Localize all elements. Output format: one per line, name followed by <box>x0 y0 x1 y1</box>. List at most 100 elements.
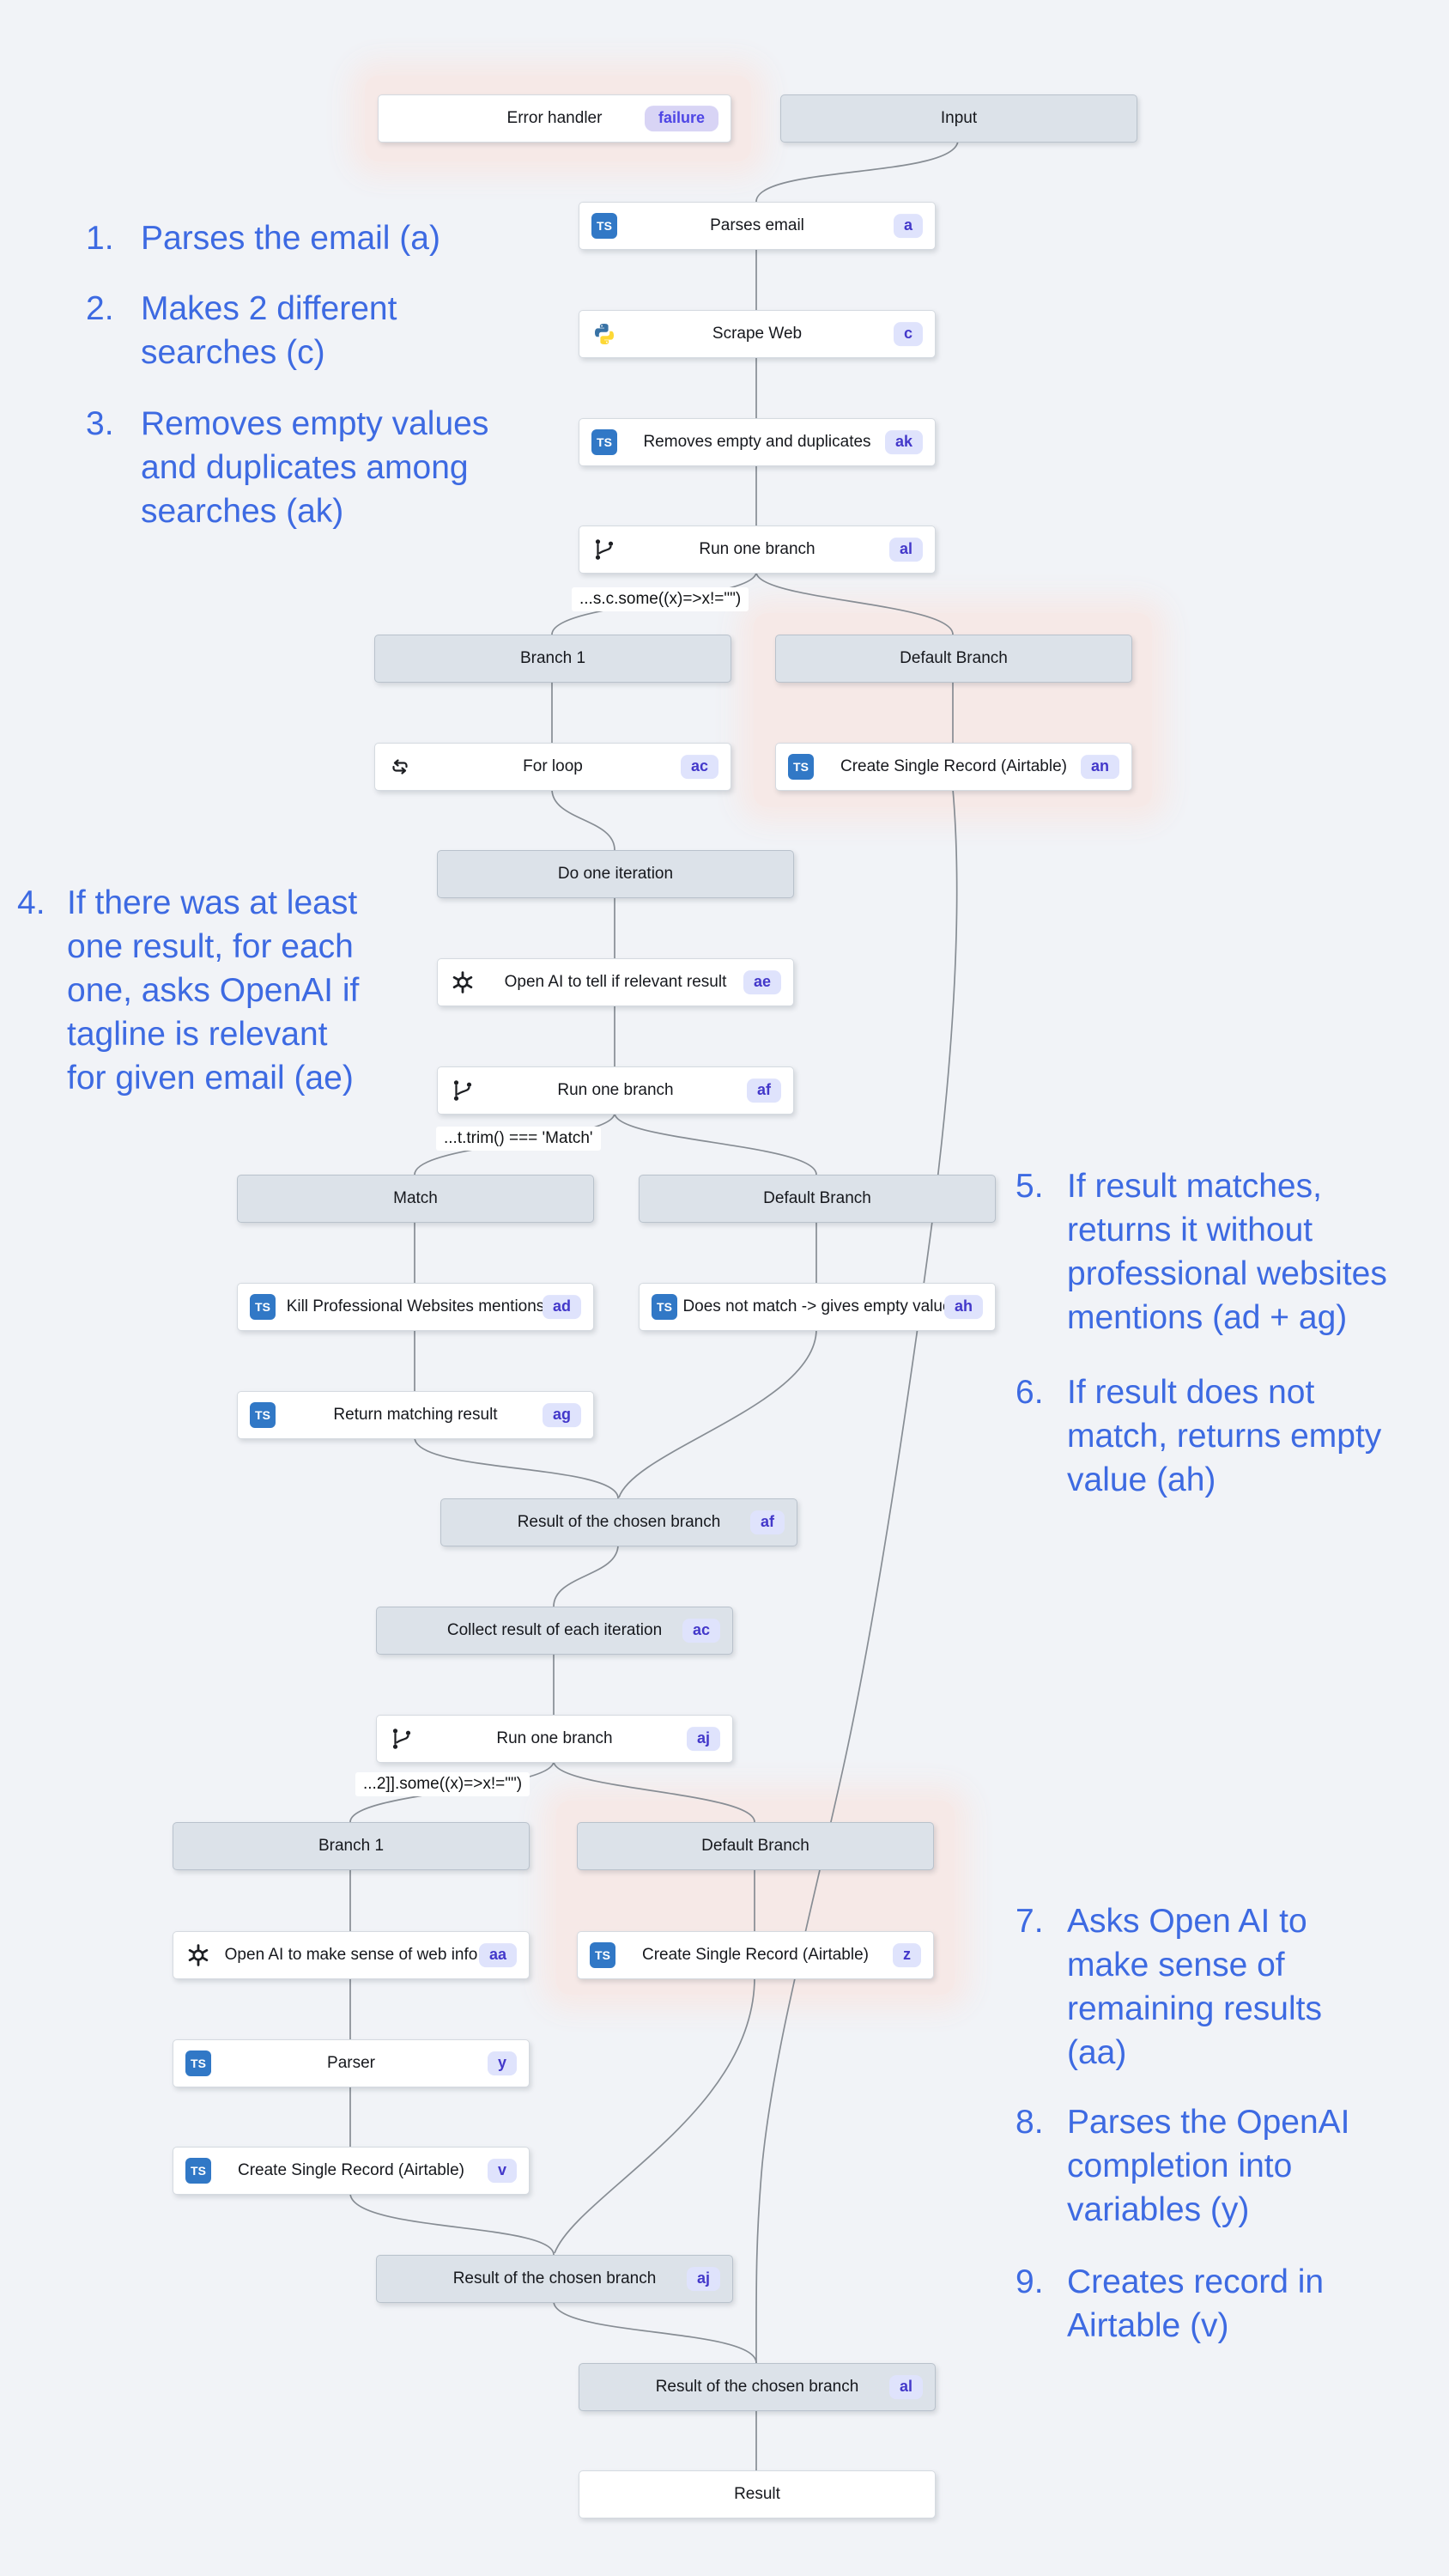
node-default-branch-bottom[interactable]: Default Branch <box>577 1822 934 1870</box>
step-badge: ae <box>743 970 781 994</box>
node-run-one-branch-af[interactable]: Run one branch af <box>437 1066 794 1115</box>
node-create-single-record-z[interactable]: TS Create Single Record (Airtable) z <box>577 1931 934 1979</box>
annotation-text: If there was at least one result, for ea… <box>67 884 360 1097</box>
edge-run-aj-to-defaultc <box>553 1760 755 1823</box>
node-label: Result of the chosen branch <box>655 2378 859 2396</box>
edge-run-al-to-default <box>755 571 954 635</box>
node-collect-result[interactable]: Collect result of each iteration ac <box>376 1607 733 1655</box>
node-branch-1-bottom[interactable]: Branch 1 <box>173 1822 530 1870</box>
branch-condition-label: ...2]].some((x)=>x!="") <box>355 1772 530 1796</box>
step-badge: ad <box>542 1295 581 1319</box>
edge-input-to-parses <box>755 139 959 203</box>
annotation-number: 1. <box>86 220 114 257</box>
annotation-number: 3. <box>86 405 114 442</box>
ts-icon: TS <box>590 1942 615 1968</box>
node-label: Result of the chosen branch <box>452 2269 657 2287</box>
node-label: Run one branch <box>557 1081 674 1099</box>
edge-forloop-to-iteration <box>551 788 615 851</box>
annotation-text: Removes empty values and duplicates amon… <box>141 405 489 530</box>
step-badge: al <box>888 538 923 562</box>
node-default-branch-top[interactable]: Default Branch <box>775 635 1132 683</box>
step-badge: ac <box>682 1619 720 1643</box>
node-label: Open AI to tell if relevant result <box>504 973 727 991</box>
ts-icon: TS <box>788 754 814 780</box>
node-label: Do one iteration <box>557 865 674 883</box>
ts-icon: TS <box>652 1294 677 1320</box>
edge-run-af-to-default-mid <box>614 1112 817 1176</box>
node-match-header[interactable]: Match <box>237 1175 594 1223</box>
step-badge: z <box>893 1943 921 1967</box>
node-label: Run one branch <box>496 1729 613 1747</box>
annotation-text: Creates record in Airtable (v) <box>1067 2263 1325 2344</box>
node-label: Create Single Record (Airtable) <box>237 2161 464 2179</box>
annotation-4: 4. If there was at least one result, for … <box>17 881 359 1100</box>
annotation-5: 5.If result matches, returns it without … <box>1016 1164 1387 1340</box>
edge-create-v-to-result-aj <box>349 2192 555 2256</box>
step-badge: af <box>746 1078 781 1103</box>
annotation-text: If result does not match, returns empty … <box>1067 1374 1382 1498</box>
branch-icon <box>389 1726 415 1752</box>
annotation-1: 1.Parses the email (a) <box>86 216 440 260</box>
annotation-6: 6.If result does not match, returns empt… <box>1016 1370 1381 1502</box>
annotation-9: 9.Creates record in Airtable (v) <box>1016 2260 1324 2348</box>
edge-result-af-to-collect <box>553 1544 619 1607</box>
annotation-8: 8.Parses the OpenAI completion into vari… <box>1016 2100 1350 2232</box>
node-result[interactable]: Result <box>579 2470 936 2518</box>
step-badge: ac <box>680 755 718 779</box>
step-badge: v <box>487 2159 517 2183</box>
edge-create-an-to-result-al <box>755 788 958 2364</box>
node-default-branch-mid[interactable]: Default Branch <box>639 1175 996 1223</box>
typescript-icon: TS <box>591 429 617 455</box>
annotation-3: 3. Removes empty values and duplicates am… <box>86 402 488 533</box>
node-label: Open AI to make sense of web info <box>224 1946 478 1964</box>
loop-icon <box>387 754 413 780</box>
annotation-text: Makes 2 different searches (c) <box>141 290 397 371</box>
node-input[interactable]: Input <box>780 94 1137 143</box>
node-branch-1-top[interactable]: Branch 1 <box>374 635 731 683</box>
typescript-icon: TS <box>652 1294 677 1320</box>
step-badge: aj <box>686 1727 720 1751</box>
edge-doesnot-to-result-af <box>618 1328 817 1498</box>
step-badge: ah <box>943 1295 983 1319</box>
annotation-number: 4. <box>17 884 45 921</box>
node-label: Match <box>393 1189 438 1207</box>
edge-return-to-result-af <box>414 1437 619 1499</box>
edge-result-aj-to-result-al <box>553 2300 757 2364</box>
node-label: For loop <box>523 757 583 775</box>
node-label: Does not match -> gives empty value <box>682 1297 952 1315</box>
node-label: Create Single Record (Airtable) <box>641 1946 869 1964</box>
annotation-number: 5. <box>1016 1168 1044 1205</box>
branch-icon <box>591 537 617 562</box>
step-badge: y <box>487 2051 517 2075</box>
branch-icon <box>450 1078 476 1103</box>
node-label: Default Branch <box>763 1189 871 1207</box>
node-do-one-iteration[interactable]: Do one iteration <box>437 850 794 898</box>
step-badge: aa <box>478 1943 517 1967</box>
node-openai-relevant[interactable]: Open AI to tell if relevant result ae <box>437 958 794 1006</box>
ts-icon: TS <box>591 213 617 239</box>
branch-condition-label: ...s.c.some((x)=>x!="") <box>572 587 749 611</box>
node-label: Branch 1 <box>519 649 586 667</box>
ts-icon: TS <box>250 1402 276 1428</box>
node-for-loop[interactable]: For loop ac <box>374 743 731 791</box>
node-run-one-branch-aj[interactable]: Run one branch aj <box>376 1715 733 1763</box>
node-label: Collect result of each iteration <box>446 1621 663 1639</box>
step-badge: af <box>749 1510 785 1534</box>
annotation-number: 2. <box>86 290 114 327</box>
node-label: Error handler <box>506 109 603 127</box>
